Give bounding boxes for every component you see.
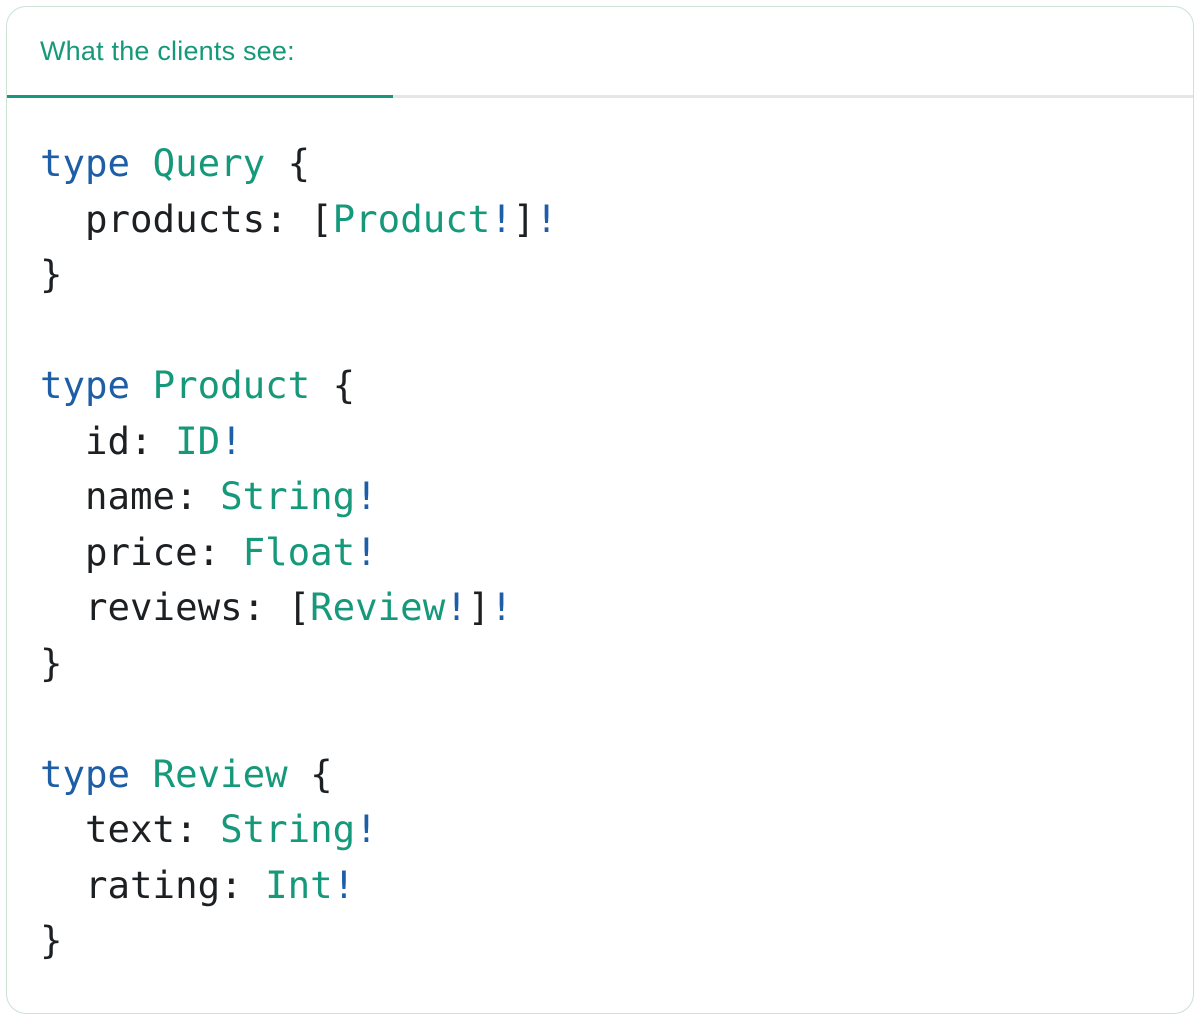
code-line: text: String! xyxy=(40,802,1173,858)
code-token-type: Review xyxy=(310,585,446,629)
code-line: type Query { xyxy=(40,136,1173,192)
code-token-plain: { xyxy=(265,141,311,185)
code-line: id: ID! xyxy=(40,414,1173,470)
code-token-plain xyxy=(130,363,153,407)
code-token-kw: type xyxy=(40,751,131,796)
code-token-plain: ] xyxy=(467,585,491,629)
code-line: name: String! xyxy=(40,469,1173,525)
code-token-plain: { xyxy=(310,363,356,407)
tab-what-clients-see[interactable]: What the clients see: xyxy=(7,7,393,98)
code-token-plain xyxy=(130,141,153,185)
code-token-plain: rating: xyxy=(40,862,266,907)
code-token-type: String xyxy=(220,807,356,851)
code-token-type: Float xyxy=(242,529,356,574)
code-token-bang: ! xyxy=(355,474,378,518)
code-token-plain: } xyxy=(40,918,63,962)
code-token-bang: ! xyxy=(355,529,378,574)
code-token-plain xyxy=(130,752,153,796)
code-line: rating: Int! xyxy=(40,858,1173,914)
code-token-bang: ! xyxy=(355,807,378,851)
code-token-bang: ! xyxy=(445,585,468,629)
code-token-bang: ! xyxy=(332,862,356,907)
code-token-type: Product xyxy=(332,196,491,241)
code-token-bang: ! xyxy=(535,196,558,241)
code-token-bang: ! xyxy=(220,418,243,463)
code-line: } xyxy=(40,247,1173,303)
code-token-type: Query xyxy=(152,141,266,185)
code-line xyxy=(40,691,1173,747)
code-token-plain: price: xyxy=(40,529,243,574)
code-token-plain: ] xyxy=(512,196,536,241)
code-token-type: Review xyxy=(152,751,288,796)
code-token-bang: ! xyxy=(490,196,513,241)
code-line: } xyxy=(40,913,1173,969)
code-line: type Review { xyxy=(40,747,1173,803)
code-token-plain: products: [ xyxy=(40,196,333,241)
code-token-plain: reviews: [ xyxy=(40,585,311,629)
code-token-kw: type xyxy=(40,363,131,407)
code-token-type: ID xyxy=(175,418,221,463)
code-token-bang: ! xyxy=(490,585,513,629)
code-token-plain: } xyxy=(40,252,63,296)
code-token-type: String xyxy=(220,474,356,518)
schema-code-card: What the clients see: type Query { produ… xyxy=(6,6,1194,1014)
code-token-plain: { xyxy=(287,751,333,796)
tab-bar: What the clients see: xyxy=(7,7,1193,98)
code-line xyxy=(40,303,1173,359)
code-token-plain: text: xyxy=(40,807,221,851)
tab-label: What the clients see: xyxy=(40,35,295,66)
code-token-plain: } xyxy=(40,640,63,685)
code-line: reviews: [Review!]! xyxy=(40,580,1173,636)
code-token-type: Int xyxy=(265,862,333,907)
code-line: price: Float! xyxy=(40,525,1173,581)
code-block: type Query { products: [Product!]!} type… xyxy=(7,98,1193,989)
code-token-kw: type xyxy=(40,141,131,185)
code-token-plain: id: xyxy=(40,418,176,463)
code-line: products: [Product!]! xyxy=(40,192,1173,248)
code-line: } xyxy=(40,636,1173,692)
code-line: type Product { xyxy=(40,358,1173,414)
code-token-type: Product xyxy=(152,363,311,407)
code-token-plain: name: xyxy=(40,474,221,518)
